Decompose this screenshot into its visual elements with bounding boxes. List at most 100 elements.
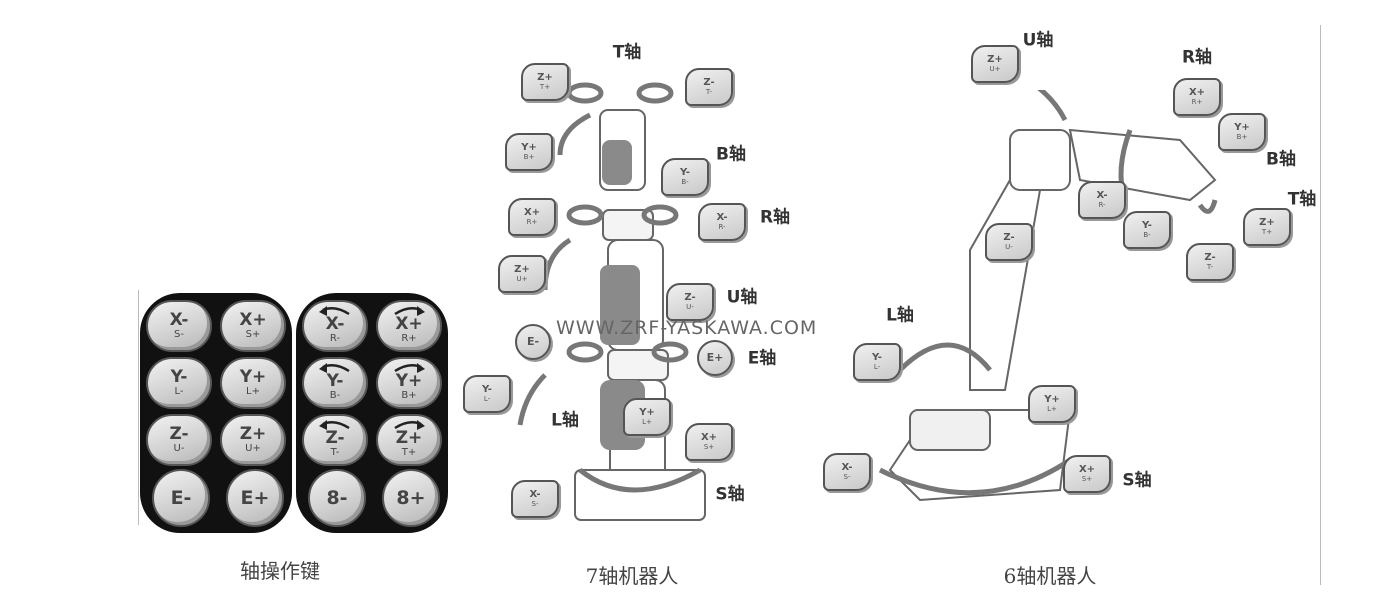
jog-key-r-yplus[interactable]: Y+B+: [376, 357, 442, 409]
key-main-label: X-: [1096, 190, 1108, 201]
robot7-key: Z-U-: [666, 283, 714, 321]
key-sub-label: U+: [516, 275, 528, 283]
key-main-label: Z+: [395, 428, 423, 448]
key-main-label: Y+: [395, 371, 423, 391]
robot6-key: X-S-: [823, 453, 871, 491]
jog-key-r-yminus[interactable]: Y-B-: [302, 357, 368, 409]
jog-key-r-xminus[interactable]: X-R-: [302, 300, 368, 352]
key-sub-label: U+: [989, 65, 1001, 73]
robot7-axis-label: T轴: [612, 42, 642, 63]
key-sub-label: S-: [174, 328, 184, 340]
key-sub-label: S+: [245, 328, 261, 340]
robot7-key: Z+U+: [498, 255, 546, 293]
robot6-caption: 6轴机器人: [1003, 564, 1097, 588]
key-main-label: Z-: [684, 292, 696, 303]
keypad-caption: 轴操作键: [240, 559, 320, 583]
key-sub-label: T-: [1206, 263, 1214, 271]
key-sub-label: S+: [703, 443, 715, 451]
robot7-key: X+S+: [685, 423, 733, 461]
key-main-label: Y+: [639, 407, 655, 418]
key-main-label: X-: [841, 462, 853, 473]
robot6-axis-label: U轴: [1022, 30, 1054, 51]
key-main-label: X-: [716, 212, 728, 223]
key-sub-label: B+: [401, 390, 417, 401]
key-main-label: Z-: [169, 423, 189, 444]
key-main-label: X+: [1078, 464, 1096, 475]
key-sub-label: B+: [1236, 133, 1248, 141]
robot7-key: Z+T+: [521, 63, 569, 101]
robot7-axis-label: S轴: [715, 484, 745, 505]
key-main-label: Z+: [514, 264, 530, 275]
robot6-key: Y+B+: [1218, 113, 1266, 151]
jog-key-l-yplus[interactable]: Y+L+: [220, 357, 286, 409]
left-divider: [138, 290, 139, 525]
jog-key-r-xplus[interactable]: X+R+: [376, 300, 442, 352]
key-main-label: X-: [325, 314, 345, 334]
key-main-label: X+: [239, 309, 267, 330]
key-main-label: Z+: [987, 54, 1003, 65]
robot6-key: Y+L+: [1028, 385, 1076, 423]
key-main-label: Z+: [537, 72, 553, 83]
key-sub-label: T+: [539, 83, 551, 91]
key-main-label: X+: [1188, 87, 1206, 98]
rotate-cw-arrow-icon: [394, 363, 425, 373]
jog-key-r-8minus[interactable]: 8-: [308, 469, 366, 527]
key-main-label: Y+: [239, 366, 267, 387]
key-main-label: Z-: [325, 428, 345, 448]
key-main-label: Z-: [703, 77, 715, 88]
robot7-key: Y-L-: [463, 375, 511, 413]
key-sub-label: L+: [246, 385, 260, 397]
key-main-label: Y-: [1142, 220, 1152, 231]
key-sub-label: R-: [1098, 201, 1106, 209]
key-main-label: Y-: [680, 167, 690, 178]
jog-key-r-zplus[interactable]: Z+T+: [376, 414, 442, 466]
key-main-label: X+: [523, 207, 541, 218]
jog-key-l-eminus[interactable]: E-: [152, 469, 210, 527]
right-divider: [1320, 25, 1321, 585]
key-sub-label: L+: [1047, 405, 1057, 413]
jog-key-r-8plus[interactable]: 8+: [382, 469, 440, 527]
key-sub-label: T+: [401, 447, 417, 458]
robot7-axis-label: U轴: [726, 287, 758, 308]
jog-key-l-xminus[interactable]: X-S-: [146, 300, 212, 352]
key-sub-label: L-: [174, 385, 184, 397]
key-main-label: 8+: [396, 486, 426, 509]
jog-key-r-zminus[interactable]: Z-T-: [302, 414, 368, 466]
robot6-axis-label: R轴: [1181, 47, 1213, 68]
key-main-label: Y-: [326, 371, 344, 391]
jog-key-l-zminus[interactable]: Z-U-: [146, 414, 212, 466]
rotate-ccw-arrow-icon: [319, 363, 350, 373]
key-sub-label: S+: [1081, 475, 1093, 483]
robot7-axis-label: B轴: [716, 144, 746, 165]
jog-key-l-yminus[interactable]: Y-L-: [146, 357, 212, 409]
key-main-label: Y+: [1044, 394, 1060, 405]
robot7-axis-label: R轴: [759, 207, 791, 228]
key-main-label: Y+: [1234, 122, 1250, 133]
robot6-axis-label: B轴: [1266, 149, 1296, 170]
robot7-key: E-: [515, 324, 551, 360]
key-main-label: Z-: [1003, 232, 1015, 243]
jog-key-l-eplus[interactable]: E+: [226, 469, 284, 527]
jog-key-l-zplus[interactable]: Z+U+: [220, 414, 286, 466]
robot7-key: Y+B+: [505, 133, 553, 171]
robot6-key: X-R-: [1078, 181, 1126, 219]
key-sub-label: L+: [642, 418, 652, 426]
key-main-label: X-: [529, 489, 541, 500]
key-main-label: X-: [169, 309, 189, 330]
jog-key-l-xplus[interactable]: X+S+: [220, 300, 286, 352]
key-sub-label: U-: [1005, 243, 1013, 251]
key-main-label: Z+: [239, 423, 267, 444]
key-main-label: E+: [240, 486, 270, 509]
key-sub-label: S-: [531, 500, 539, 508]
key-sub-label: B+: [523, 153, 535, 161]
key-sub-label: B-: [1143, 231, 1151, 239]
robot7-key: Y+L+: [623, 398, 671, 436]
robot7-key: X-R-: [698, 203, 746, 241]
key-sub-label: U-: [686, 303, 694, 311]
key-main-label: E-: [526, 335, 540, 348]
robot6-key: Z-U-: [985, 223, 1033, 261]
watermark: WWW.ZRF-YASKAWA.COM: [556, 317, 818, 339]
robot6-key: Z-T-: [1186, 243, 1234, 281]
robot7-key: X+R+: [508, 198, 556, 236]
key-sub-label: R-: [718, 223, 726, 231]
